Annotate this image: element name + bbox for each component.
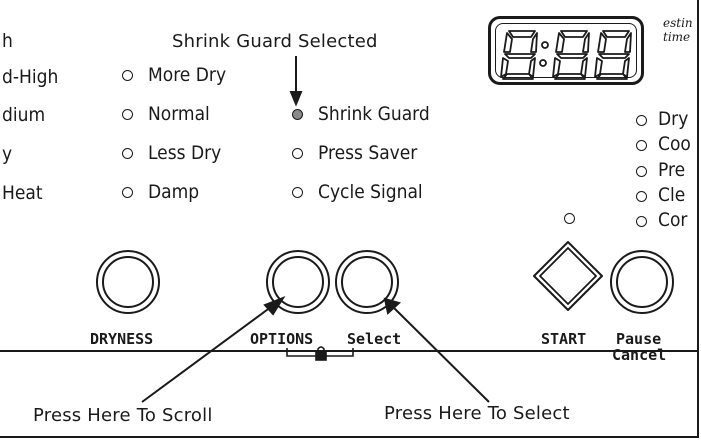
pause-cancel-button[interactable] [610, 250, 674, 314]
panel-bottom-divider [0, 350, 699, 352]
child-lock-icon [286, 346, 354, 361]
temp-label-4: y [2, 143, 13, 165]
temp-label-5: Heat [2, 182, 43, 204]
start-button-label: START [541, 330, 587, 348]
dryness-indicator-less-dry [122, 148, 133, 159]
option-press-saver: Press Saver [318, 142, 418, 164]
dryness-option-more-dry: More Dry [148, 64, 227, 86]
estimated-time-label-2: time [663, 30, 691, 44]
time-display-bezel [495, 23, 637, 78]
dryness-button-label: DRYNESS [90, 330, 154, 348]
options-select-button[interactable] [335, 250, 399, 314]
cycle-indicator-4 [636, 191, 647, 202]
estimated-time-label-1: estin [663, 16, 693, 30]
dryness-indicator-more-dry [122, 70, 133, 81]
pause-button-label: Pause [616, 330, 662, 348]
option-indicator-press-saver [292, 148, 303, 159]
press-here-to-scroll-caption: Press Here To Scroll [33, 405, 213, 426]
temp-label-3: dium [2, 104, 46, 126]
start-button[interactable] [533, 241, 603, 311]
cycle-label-1: Dry [658, 108, 689, 130]
temp-label-1: h [2, 30, 13, 52]
temp-label-2: d-High [2, 66, 59, 88]
start-indicator-light [564, 213, 575, 224]
option-indicator-cycle-signal [292, 187, 303, 198]
cycle-label-4: Cle [658, 184, 686, 206]
dryness-option-damp: Damp [148, 181, 200, 203]
dryness-button[interactable] [96, 250, 160, 314]
dryness-indicator-normal [122, 109, 133, 120]
cycle-label-2: Coo [658, 133, 691, 155]
cancel-button-label: Cancel [612, 346, 667, 364]
cycle-indicator-5 [636, 216, 647, 227]
cycle-indicator-3 [636, 166, 647, 177]
seven-segment-digits [500, 30, 632, 80]
cycle-indicator-2 [636, 140, 647, 151]
dryness-indicator-damp [122, 187, 133, 198]
options-scroll-button[interactable] [266, 250, 330, 314]
select-button-label: Select [347, 330, 402, 348]
time-display [488, 16, 644, 85]
option-cycle-signal: Cycle Signal [318, 181, 423, 203]
cycle-label-5: Cor [658, 209, 688, 231]
press-here-to-select-caption: Press Here To Select [384, 403, 570, 424]
dryness-option-less-dry: Less Dry [148, 142, 222, 164]
option-shrink-guard: Shrink Guard [318, 103, 430, 125]
option-indicator-shrink-guard [292, 109, 303, 120]
cycle-indicator-1 [636, 115, 647, 126]
cycle-label-3: Pre [658, 159, 686, 181]
callout-arrows [141, 56, 490, 403]
dryness-option-normal: Normal [148, 103, 210, 125]
options-button-label: OPTIONS [250, 330, 314, 348]
shrink-guard-selected-caption: Shrink Guard Selected [172, 31, 378, 52]
